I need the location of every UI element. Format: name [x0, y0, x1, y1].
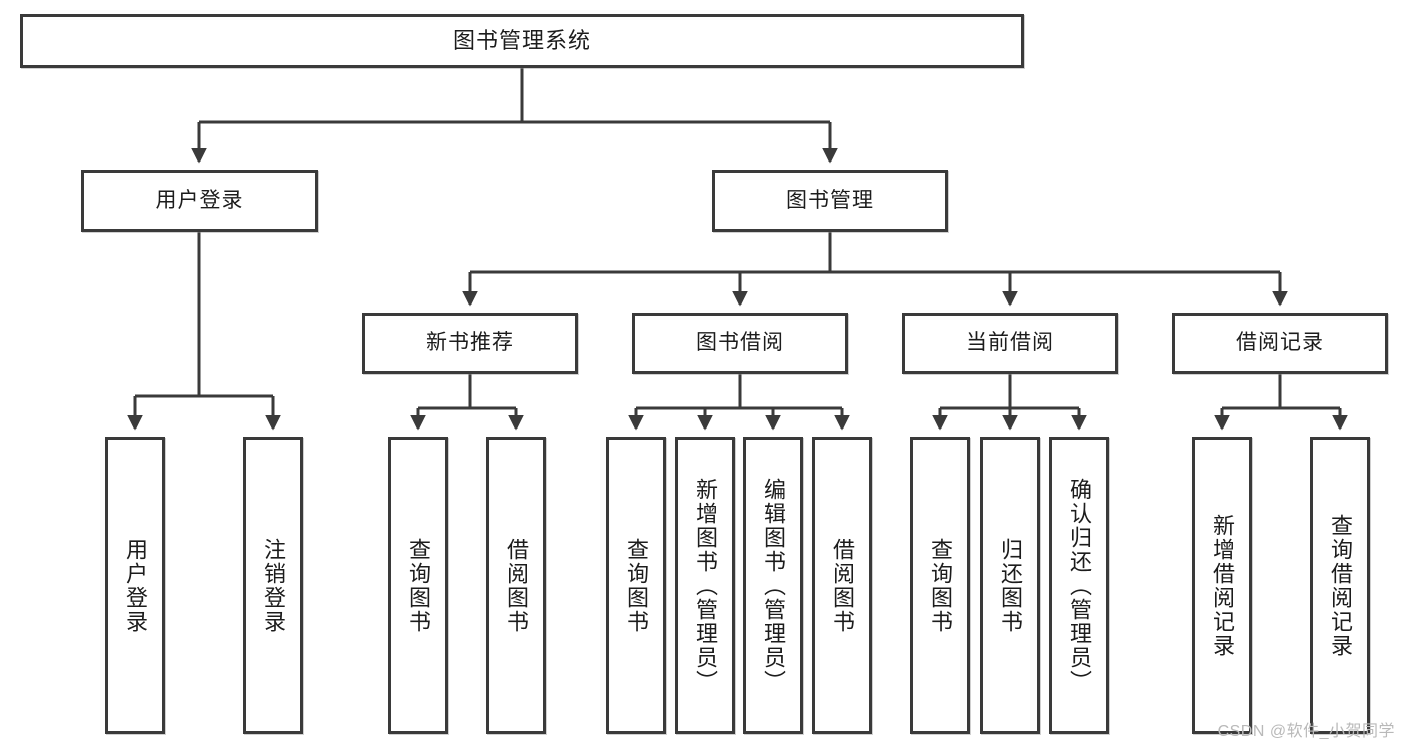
leaf-return-books-label: 归还图书	[997, 537, 1023, 634]
node-borrow-record-label: 借阅记录	[1236, 331, 1324, 355]
node-root-system-label: 图书管理系统	[452, 28, 591, 54]
leaf-query-books-recommend[interactable]: 查询图书	[388, 437, 448, 734]
leaf-borrow-books-recommend[interactable]: 借阅图书	[486, 437, 546, 734]
node-user-login[interactable]: 用户登录	[81, 170, 318, 232]
node-current-borrow[interactable]: 当前借阅	[902, 313, 1118, 374]
leaf-query-books-current[interactable]: 查询图书	[910, 437, 970, 734]
leaf-add-borrow-record[interactable]: 新增借阅记录	[1192, 437, 1252, 734]
leaf-add-book-admin[interactable]: 新增图书（管理员）	[675, 437, 735, 734]
node-book-management[interactable]: 图书管理	[712, 170, 948, 232]
leaf-borrow-books-label: 借阅图书	[829, 537, 855, 634]
node-book-borrow[interactable]: 图书借阅	[632, 313, 848, 374]
leaf-confirm-return-admin-label: 确认归还（管理员）	[1066, 477, 1092, 694]
node-new-book-recommend-label: 新书推荐	[426, 331, 514, 355]
leaf-borrow-books-recommend-label: 借阅图书	[503, 537, 529, 634]
node-borrow-record[interactable]: 借阅记录	[1172, 313, 1388, 374]
leaf-add-book-admin-label: 新增图书（管理员）	[692, 477, 718, 694]
leaf-query-books-current-label: 查询图书	[927, 537, 953, 634]
leaf-user-login-label: 用户登录	[122, 537, 148, 634]
leaf-logout-login-label: 注销登录	[260, 537, 286, 634]
node-new-book-recommend[interactable]: 新书推荐	[362, 313, 578, 374]
leaf-edit-book-admin-label: 编辑图书（管理员）	[760, 477, 786, 694]
node-current-borrow-label: 当前借阅	[966, 331, 1054, 355]
leaf-query-books-borrow-label: 查询图书	[623, 537, 649, 634]
node-root-system[interactable]: 图书管理系统	[20, 14, 1024, 68]
leaf-query-books-recommend-label: 查询图书	[405, 537, 431, 634]
node-book-management-label: 图书管理	[786, 188, 874, 212]
node-user-login-label: 用户登录	[155, 188, 244, 212]
leaf-add-borrow-record-label: 新增借阅记录	[1209, 513, 1235, 658]
leaf-query-borrow-record[interactable]: 查询借阅记录	[1310, 437, 1370, 734]
leaf-edit-book-admin[interactable]: 编辑图书（管理员）	[743, 437, 803, 734]
leaf-user-login[interactable]: 用户登录	[105, 437, 165, 734]
node-book-borrow-label: 图书借阅	[696, 331, 784, 355]
leaf-confirm-return-admin[interactable]: 确认归还（管理员）	[1049, 437, 1109, 734]
leaf-return-books[interactable]: 归还图书	[980, 437, 1040, 734]
leaf-logout-login[interactable]: 注销登录	[243, 437, 303, 734]
leaf-query-books-borrow[interactable]: 查询图书	[606, 437, 666, 734]
csdn-watermark: CSDN @软件_小贺同学	[1217, 723, 1395, 740]
leaf-query-borrow-record-label: 查询借阅记录	[1327, 513, 1353, 658]
leaf-borrow-books[interactable]: 借阅图书	[812, 437, 872, 734]
